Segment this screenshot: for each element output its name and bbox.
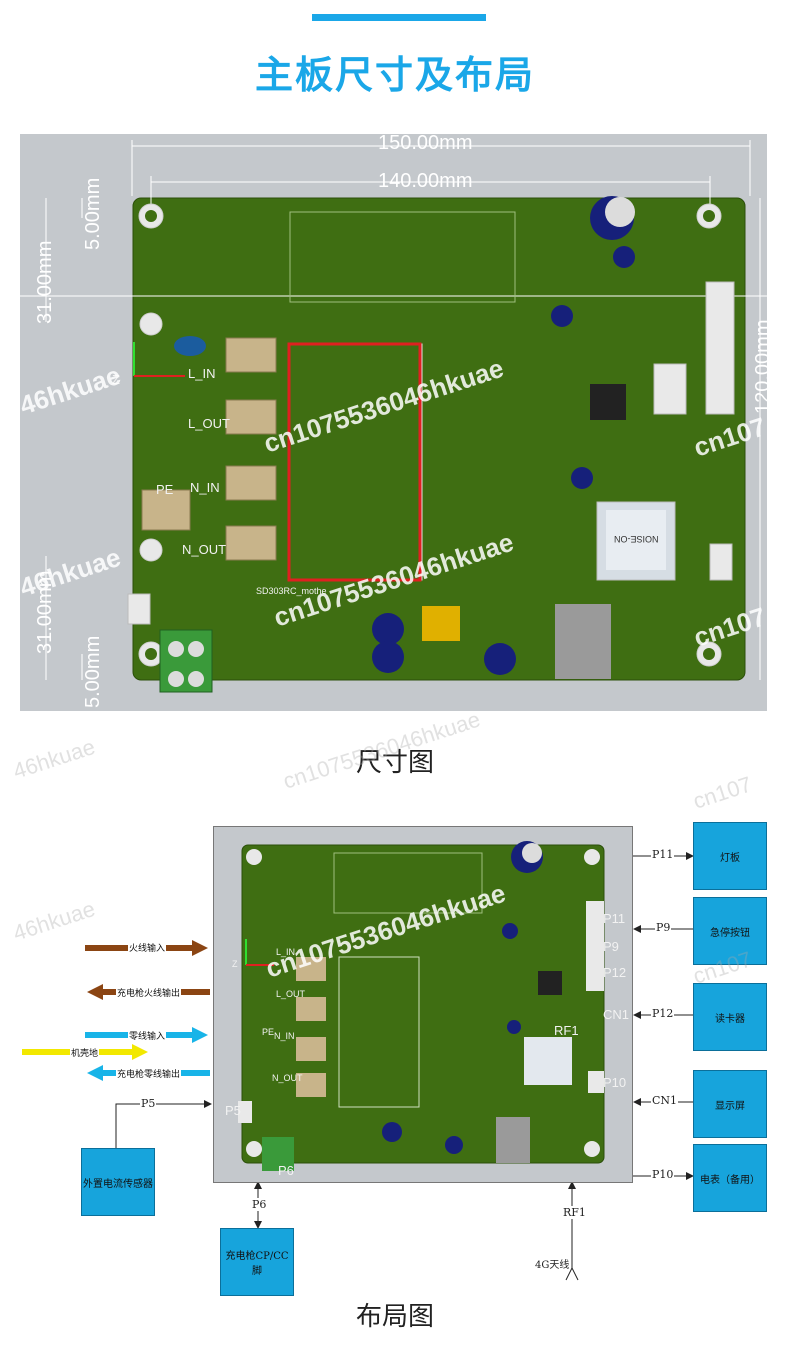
arrow-label-live-in: 火线输入 (128, 941, 167, 954)
line-label-rf1: RF1 (562, 1206, 587, 1219)
page-title: 主板尺寸及布局 (254, 53, 535, 97)
box-estop: 急停按钮 (693, 897, 767, 965)
dimension-drawing: 150.00mm 140.00mm 120.00mm 5.00mm 31.00m… (16, 132, 774, 711)
axis-z: Z (112, 372, 120, 387)
mcu-chip (590, 384, 626, 420)
conn-label-p12: P12 (603, 965, 627, 980)
box-ext-current-sensor: 外置电流传感器 (81, 1148, 155, 1216)
conn-label-p10: P10 (603, 1075, 627, 1090)
box-cp-cc: 充电枪CP/CC脚 (220, 1228, 294, 1296)
silk-l-out: L_OUT (188, 416, 230, 431)
small-silk-pe: PE (262, 1027, 275, 1037)
silk-n-out: N_OUT (182, 542, 227, 557)
line-label-cn1: CN1 (651, 1094, 679, 1107)
box-display: 显示屏 (693, 1070, 767, 1138)
line-label-p11: P11 (651, 848, 675, 861)
pcb-render (20, 140, 767, 693)
layout-drawing: L_IN L_OUT N_IN N_OUT PE Z P11 P9 P12 CN… (213, 826, 633, 1183)
line-label-p6: P6 (251, 1198, 268, 1211)
silk-model: SD303RC_mothe (256, 586, 327, 596)
label-4g-antenna: 4G天线 (534, 1256, 571, 1271)
conn-label-p9: P9 (603, 939, 619, 954)
arrow-label-ground: 机壳地 (70, 1046, 100, 1059)
conn-label-cn1: CN1 (603, 1007, 630, 1022)
small-silk-l-in: L_IN (276, 947, 296, 957)
pcb-board (132, 197, 746, 681)
box-card-reader: 读卡器 (693, 983, 767, 1051)
conn-label-p6: P6 (278, 1163, 294, 1178)
caption-layout: 布局图 (355, 1302, 434, 1332)
small-silk-n-out: N_OUT (272, 1073, 303, 1083)
line-label-p10: P10 (651, 1168, 675, 1181)
dim-width-outer: 150.00mm (378, 132, 473, 154)
line-label-p12: P12 (651, 1007, 675, 1020)
silk-n-in: N_IN (190, 480, 220, 495)
title-accent-bar (312, 14, 486, 21)
silk-brand: NOISE-ON (614, 534, 659, 544)
small-axis-z: Z (232, 959, 238, 969)
pcb-render-small (238, 841, 605, 1171)
arrow-label-gun-neutral-out: 充电枪零线输出 (116, 1067, 182, 1080)
dim-top-offset: 5.00mm (82, 177, 104, 250)
arrow-label-gun-live-out: 充电枪火线输出 (116, 986, 182, 999)
box-meter: 电表（备用） (693, 1144, 767, 1212)
conn-label-p5: P5 (225, 1103, 241, 1118)
caption-dimension: 尺寸图 (355, 748, 434, 778)
box-light-board: 灯板 (693, 822, 767, 890)
small-silk-l-out: L_OUT (276, 989, 306, 999)
dim-width-holes: 140.00mm (378, 170, 473, 192)
line-label-p9: P9 (655, 921, 672, 934)
arrow-label-neutral-in: 零线输入 (128, 1029, 167, 1042)
dim-top-spacing: 31.00mm (34, 240, 56, 324)
relay-highlight (287, 342, 422, 582)
conn-label-p11: P11 (603, 911, 626, 926)
conn-label-rf1: RF1 (554, 1023, 579, 1038)
silk-pe: PE (156, 482, 174, 497)
dim-bottom-offset: 5.00mm (82, 635, 104, 708)
dim-height: 120.00mm (752, 319, 774, 415)
small-silk-n-in: N_IN (274, 1031, 295, 1041)
silk-l-in: L_IN (188, 366, 216, 381)
line-label-p5: P5 (140, 1097, 157, 1110)
